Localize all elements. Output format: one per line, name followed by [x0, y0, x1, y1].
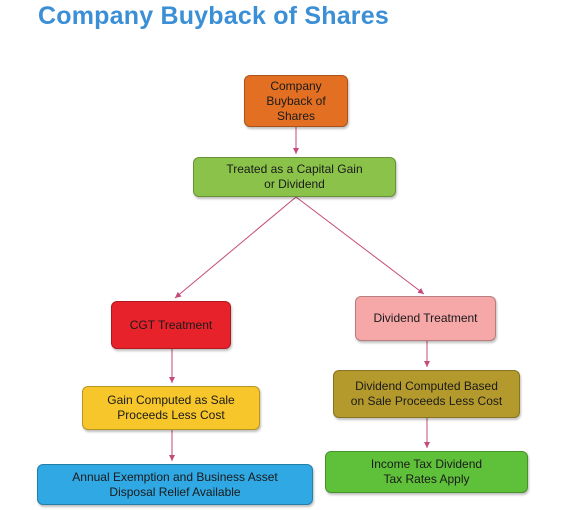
page-title: Company Buyback of Shares	[38, 2, 389, 30]
arrow-treated-to-cgt	[174, 196, 297, 299]
node-line: Treated as a Capital Gain	[226, 162, 363, 176]
node-line: Tax Rates Apply	[383, 472, 470, 486]
node-dividend-treatment: Dividend Treatment	[355, 296, 496, 341]
node-line: Shares	[276, 108, 316, 123]
node-line: Company	[270, 78, 322, 93]
node-line: Buyback of	[266, 93, 326, 108]
node-line: or Dividend	[264, 177, 325, 191]
node-annual-exemption: Annual Exemption and Business Asset Disp…	[37, 464, 313, 505]
node-line: on Sale Proceeds Less Cost	[350, 394, 503, 408]
node-line: Disposal Relief Available	[109, 484, 241, 499]
node-treated-as-capital-gain-or-dividend: Treated as a Capital Gain or Dividend	[193, 157, 396, 197]
node-dividend-computed: Dividend Computed Based on Sale Proceeds…	[333, 370, 520, 418]
node-cgt-treatment: CGT Treatment	[111, 301, 231, 349]
node-income-tax: Income Tax Dividend Tax Rates Apply	[325, 451, 528, 493]
node-company-buyback: Company Buyback of Shares	[244, 75, 348, 127]
node-line: CGT Treatment	[129, 317, 213, 332]
node-line: Gain Computed as Sale	[107, 393, 235, 407]
arrow-treated-to-dividend	[295, 196, 425, 295]
node-line: Dividend Computed Based	[355, 379, 498, 393]
node-line: Dividend Treatment	[373, 311, 478, 325]
node-gain-computed: Gain Computed as Sale Proceeds Less Cost	[82, 386, 260, 430]
node-line: Annual Exemption and Business Asset	[72, 469, 278, 484]
node-line: Proceeds Less Cost	[117, 408, 225, 422]
node-line: Income Tax Dividend	[370, 457, 483, 471]
